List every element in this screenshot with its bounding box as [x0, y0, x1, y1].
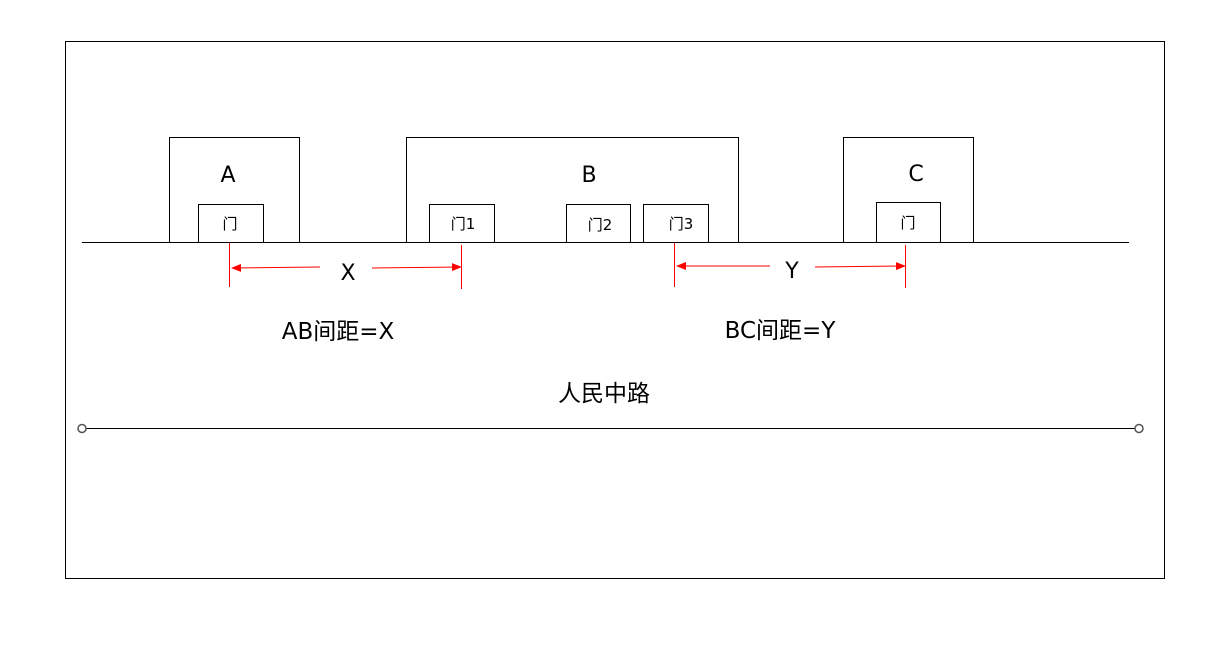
- dimension-y-label: Y: [784, 259, 799, 284]
- building-b-label: B: [581, 163, 596, 188]
- road-name: 人民中路: [558, 381, 650, 407]
- dimension-y: [674, 243, 906, 288]
- bc-distance-caption: BC间距=Y: [725, 318, 837, 344]
- dimension-x: [229, 243, 462, 289]
- door-b1-label: 门1: [451, 215, 476, 233]
- building-a-label: A: [220, 163, 235, 188]
- door-c-label: 门: [900, 214, 915, 232]
- door-b3: [643, 204, 709, 243]
- door-b2: [566, 204, 631, 243]
- building-c-label: C: [908, 162, 923, 187]
- building-a: A 门: [169, 137, 300, 243]
- frame: [65, 41, 1165, 579]
- door-c: [876, 202, 941, 243]
- door-a-label: 门: [222, 215, 237, 233]
- road-start-handle: [77, 423, 87, 434]
- building-c: C 门: [843, 137, 974, 243]
- ab-distance-caption: AB间距=X: [282, 319, 395, 345]
- dimension-x-label: X: [340, 261, 355, 286]
- door-b2-label: 门2: [588, 216, 613, 234]
- road-line: [77, 423, 1144, 434]
- door-b3-label: 门3: [669, 215, 694, 233]
- building-b: B 门1 门2 门3: [406, 137, 739, 243]
- road-end-handle: [1134, 423, 1144, 434]
